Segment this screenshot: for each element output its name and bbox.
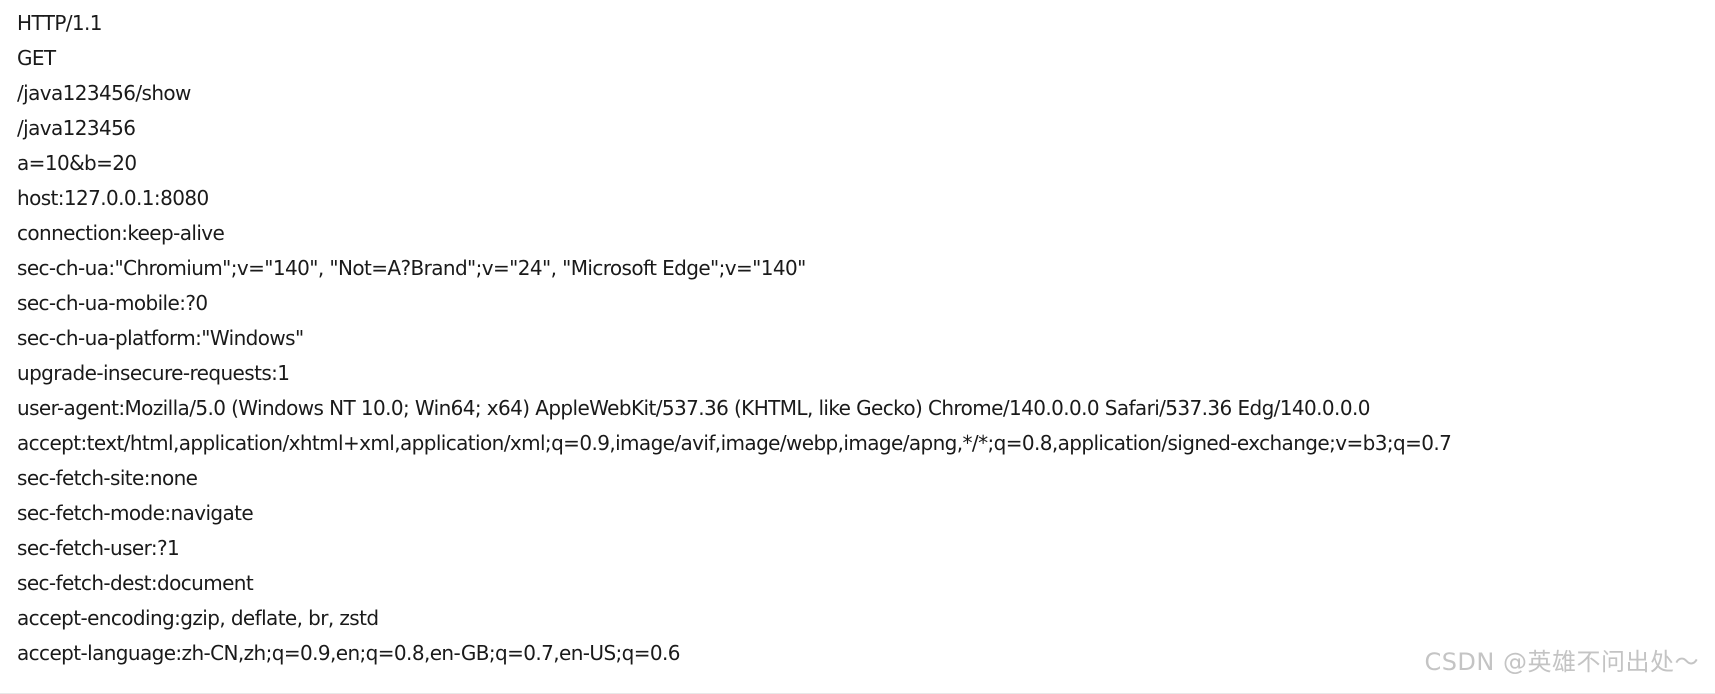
request-output: HTTP/1.1 GET /java123456/show /java12345… [17,6,1452,671]
output-line-header: accept-language:zh-CN,zh;q=0.9,en;q=0.8,… [17,641,681,665]
output-line-header: sec-fetch-user:?1 [17,536,180,560]
output-line-header: host:127.0.0.1:8080 [17,186,209,210]
output-line-header: sec-ch-ua-mobile:?0 [17,291,208,315]
output-line-header: sec-fetch-dest:document [17,571,254,595]
output-line-context-path: /java123456 [17,116,136,140]
output-line-header: user-agent:Mozilla/5.0 (Windows NT 10.0;… [17,396,1370,420]
output-line-header: sec-ch-ua:"Chromium";v="140", "Not=A?Bra… [17,256,806,280]
watermark: CSDN @英雄不问出处～ [1424,648,1699,676]
output-line-header: sec-fetch-mode:navigate [17,501,254,525]
output-line-request-uri: /java123456/show [17,81,191,105]
output-line-http-version: HTTP/1.1 [17,11,103,35]
output-line-header: accept:text/html,application/xhtml+xml,a… [17,431,1452,455]
output-line-header: sec-fetch-site:none [17,466,198,490]
output-line-header: upgrade-insecure-requests:1 [17,361,290,385]
output-line-header: accept-encoding:gzip, deflate, br, zstd [17,606,379,630]
output-line-method: GET [17,46,56,70]
output-line-header: connection:keep-alive [17,221,225,245]
output-line-query-string: a=10&b=20 [17,151,137,175]
output-line-header: sec-ch-ua-platform:"Windows" [17,326,304,350]
